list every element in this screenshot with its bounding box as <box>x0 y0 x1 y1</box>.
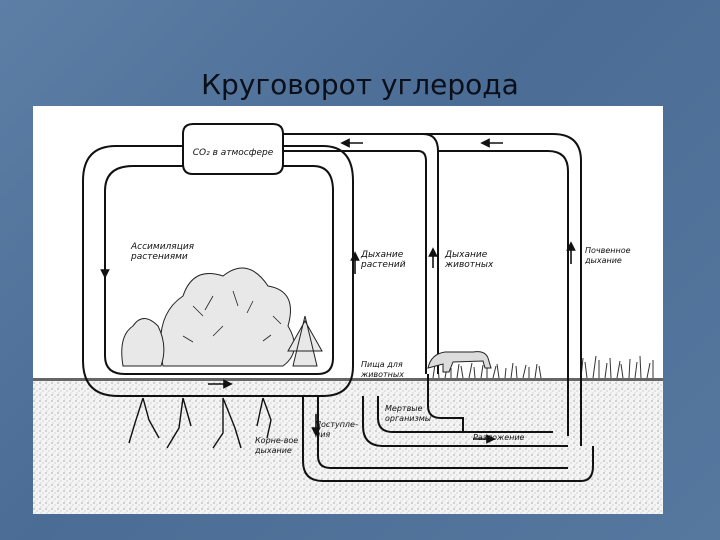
slide-title: Круговорот углерода <box>201 68 519 101</box>
carbon-cycle-diagram: CO₂ в атмосфере Ассимиляция растениями Д… <box>33 106 663 514</box>
animal <box>427 351 492 373</box>
assimilation-loop <box>82 145 354 397</box>
diagram-drawing <box>33 123 663 514</box>
litter-label: Поступле-ния <box>315 420 358 439</box>
animal-food-label: Пища для животных <box>361 360 404 379</box>
flow-arrows <box>100 138 576 444</box>
plant-respiration-label: Дыхание растений <box>361 250 406 270</box>
assimilation-label: Ассимиляция растениями <box>131 242 195 262</box>
soil-respiration-label: Почвенное дыхание <box>585 246 631 265</box>
co2-box <box>182 123 284 175</box>
roots <box>128 397 272 449</box>
dead-organisms-label: Мертвые организмы <box>385 404 432 423</box>
soil-respiration-channel <box>423 133 582 446</box>
co2-label: CO₂ в атмосфере <box>192 148 274 158</box>
soil-layer <box>33 381 663 514</box>
root-channel <box>302 396 594 482</box>
animal-respiration-label: Дыхание животных <box>445 250 494 270</box>
root-respiration-label: Корне-вое дыхание <box>255 436 299 455</box>
decomposition-label: Разложение <box>473 433 525 442</box>
decomposition-channel <box>362 396 568 447</box>
trees <box>121 267 323 367</box>
